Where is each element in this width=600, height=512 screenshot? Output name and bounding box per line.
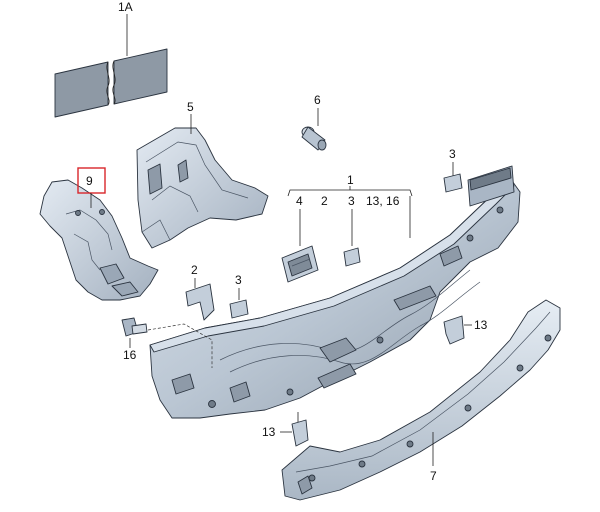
label-3-mid: 3: [348, 194, 355, 208]
part-3-clip-mid: [343, 247, 361, 267]
part-3-clip-top: [443, 173, 463, 193]
label-13-16: 13, 16: [366, 194, 400, 208]
label-5: 5: [187, 100, 194, 114]
label-3-left: 3: [235, 273, 242, 287]
panel-1a: [54, 14, 168, 118]
label-3-top: 3: [449, 147, 456, 161]
label-13-right: 13: [474, 318, 488, 332]
label-2: 2: [191, 263, 198, 277]
label-2-sub: 2: [321, 194, 328, 208]
label-9: 9: [86, 174, 93, 188]
part-3-clip-left: [229, 299, 249, 319]
part-9-panel: [39, 179, 159, 301]
label-7: 7: [430, 469, 437, 483]
label-1: 1: [347, 173, 354, 187]
part-16-bolt: [121, 317, 213, 368]
label-4: 4: [296, 194, 303, 208]
part-7-trim: [281, 299, 561, 501]
part-13-right-bracket: [443, 315, 472, 345]
part-6-pin: [301, 108, 327, 151]
highlight-box-9: [77, 167, 106, 194]
part-4-bracket: 4: [281, 194, 319, 283]
label-13-bottom: 13: [262, 425, 276, 439]
part-5-arch: [136, 114, 269, 249]
part-1-rear-panel: [149, 165, 521, 419]
label-1a: 1A: [118, 0, 133, 14]
part-13-bottom-bracket: [280, 412, 309, 447]
label-6: 6: [314, 93, 321, 107]
label-16: 16: [123, 348, 137, 362]
part-2-bracket: [185, 283, 215, 321]
